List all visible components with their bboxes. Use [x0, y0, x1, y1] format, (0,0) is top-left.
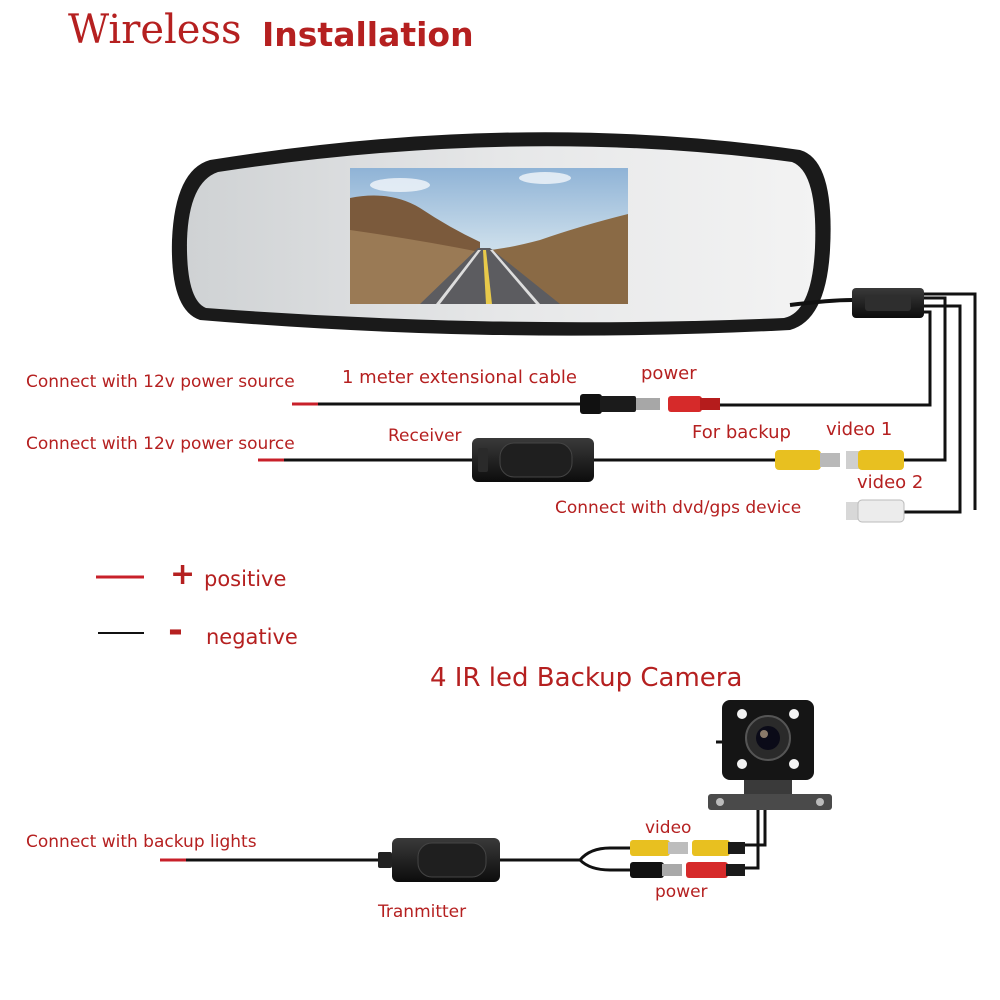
harness-wires — [720, 292, 977, 514]
transmitter-row — [160, 838, 630, 882]
transmitter-box-icon — [378, 838, 500, 882]
camera-wires — [745, 810, 767, 870]
label-transmitter: Tranmitter — [378, 902, 467, 922]
label-video1: video 1 — [826, 419, 893, 440]
backup-camera-icon — [708, 700, 832, 810]
label-power-bottom: power — [655, 882, 708, 902]
camera-title: 4 IR led Backup Camera — [430, 663, 743, 693]
road-screen-icon — [350, 168, 628, 304]
dc-plug-icon — [580, 394, 660, 414]
label-receiver: Receiver — [388, 426, 462, 446]
video2-rca-icon — [846, 499, 905, 523]
label-power-source-2: Connect with 12v power source — [26, 434, 295, 454]
camera-power-plug-icon — [630, 862, 745, 878]
label-video2: video 2 — [857, 472, 924, 493]
label-power-source-1: Connect with 12v power source — [26, 372, 295, 392]
title-installation: Installation — [262, 15, 474, 54]
label-video-bottom: video — [645, 818, 692, 838]
receiver-box-icon — [472, 438, 594, 482]
label-extension-cable: 1 meter extensional cable — [342, 367, 577, 388]
extension-cable — [292, 394, 720, 414]
negative-symbol: - — [168, 610, 183, 651]
negative-label: negative — [206, 625, 298, 649]
mirror-monitor-icon — [171, 132, 853, 336]
label-power-top: power — [641, 363, 697, 384]
positive-label: positive — [204, 567, 287, 591]
red-jack-icon — [668, 396, 720, 412]
receiver-row — [258, 438, 904, 482]
yellow-rca-plug-icon — [775, 450, 840, 470]
label-dvd-gps: Connect with dvd/gps device — [555, 498, 802, 518]
label-for-backup: For backup — [692, 422, 791, 443]
video1-rca-icon — [846, 450, 904, 470]
label-backup-lights: Connect with backup lights — [26, 832, 257, 852]
camera-video-rca-icon — [630, 840, 745, 856]
title-wireless: Wireless — [68, 7, 242, 53]
positive-symbol: + — [170, 557, 196, 592]
mirror-connector-icon — [852, 288, 924, 318]
